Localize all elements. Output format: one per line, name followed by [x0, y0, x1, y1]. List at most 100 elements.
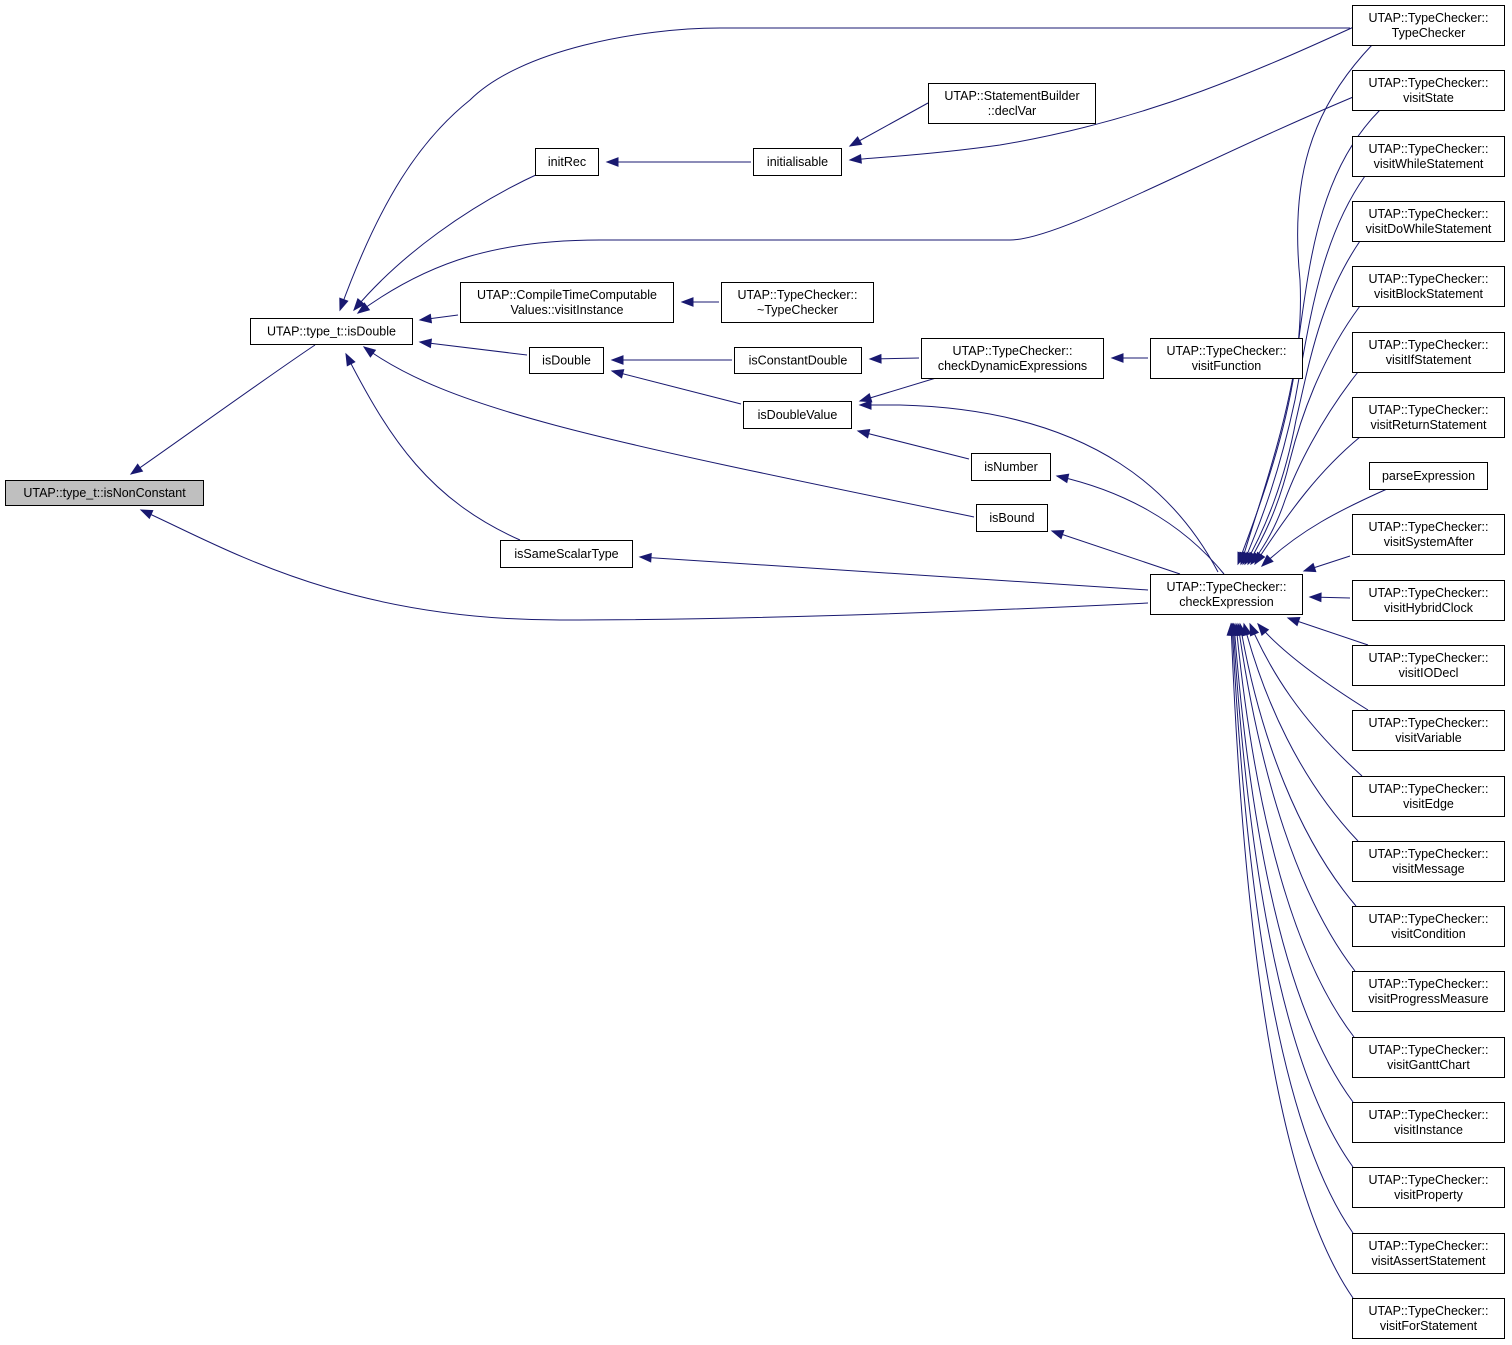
- node-label: visitIODecl: [1399, 666, 1459, 680]
- edge-declVar-to-initialisable: [849, 102, 929, 147]
- edge-visitState-to-isDouble_t: [357, 89, 1371, 314]
- node-label: UTAP::TypeChecker::: [1369, 782, 1489, 796]
- edge-isDoubleValue-to-isDouble: [611, 370, 742, 405]
- node-visitIf[interactable]: UTAP::TypeChecker::visitIfStatement: [1352, 332, 1505, 373]
- node-root[interactable]: UTAP::type_t::isNonConstant: [5, 480, 204, 506]
- node-visitHybrid[interactable]: UTAP::TypeChecker::visitHybridClock: [1352, 580, 1505, 621]
- node-label: parseExpression: [1382, 469, 1475, 483]
- node-label: isConstantDouble: [749, 354, 848, 368]
- node-isDouble_t[interactable]: UTAP::type_t::isDouble: [250, 318, 413, 345]
- node-label: visitProperty: [1394, 1188, 1464, 1202]
- node-box: [1352, 1233, 1505, 1274]
- node-box: [535, 148, 599, 176]
- node-label: UTAP::TypeChecker::: [953, 344, 1073, 358]
- node-visitVariable[interactable]: UTAP::TypeChecker::visitVariable: [1352, 710, 1505, 751]
- edge-checkExpr-to-isSameScalarType: [639, 556, 1149, 591]
- node-label: isBound: [989, 511, 1034, 525]
- node-box: [1352, 332, 1505, 373]
- node-checkExpr[interactable]: UTAP::TypeChecker::checkExpression: [1150, 574, 1303, 615]
- node-ctcv[interactable]: UTAP::CompileTimeComputableValues::visit…: [460, 282, 674, 323]
- node-visitIODecl[interactable]: UTAP::TypeChecker::visitIODecl: [1352, 645, 1505, 686]
- node-label: visitForStatement: [1380, 1319, 1478, 1333]
- node-isConstantDouble[interactable]: isConstantDouble: [734, 347, 862, 374]
- edge-tc_ctor-to-isDouble_t: [339, 27, 1350, 311]
- node-visitWhile[interactable]: UTAP::TypeChecker::visitWhileStatement: [1352, 136, 1505, 177]
- node-isSameScalarType[interactable]: isSameScalarType: [500, 540, 633, 568]
- node-visitProperty[interactable]: UTAP::TypeChecker::visitProperty: [1352, 1167, 1505, 1208]
- node-label: UTAP::TypeChecker::: [1369, 11, 1489, 25]
- arrowhead-checkDyn-to-isConstantDouble: [868, 353, 882, 364]
- node-box: [1150, 338, 1303, 379]
- arrowhead-isDouble_t-to-root: [129, 463, 144, 475]
- node-visitMessage[interactable]: UTAP::TypeChecker::visitMessage: [1352, 841, 1505, 882]
- node-label: UTAP::TypeChecker::: [1369, 338, 1489, 352]
- node-label: UTAP::TypeChecker::: [1369, 912, 1489, 926]
- arrowhead-isSameScalarType-to-isDouble_t: [345, 352, 356, 367]
- node-label: ~TypeChecker: [757, 303, 838, 317]
- arrowhead-isBound-to-isDouble_t: [362, 346, 377, 358]
- node-isDouble[interactable]: isDouble: [529, 347, 604, 374]
- node-box: [1352, 841, 1505, 882]
- edge-isBound-to-isDouble_t: [363, 346, 975, 518]
- node-label: visitDoWhileStatement: [1366, 222, 1492, 236]
- node-box: [1352, 1298, 1505, 1339]
- arrowhead-checkExpr-to-root: [139, 509, 154, 520]
- node-label: isNumber: [984, 460, 1038, 474]
- node-visitDoWhile[interactable]: UTAP::TypeChecker::visitDoWhileStatement: [1352, 201, 1505, 242]
- node-visitInstance[interactable]: UTAP::TypeChecker::visitInstance: [1352, 1102, 1505, 1143]
- edge-visitInstance-to-checkExpr: [1233, 623, 1354, 1103]
- node-initialisable[interactable]: initialisable: [753, 148, 842, 176]
- node-visitFunction[interactable]: UTAP::TypeChecker::visitFunction: [1150, 338, 1303, 379]
- node-label: visitSystemAfter: [1384, 535, 1474, 549]
- node-label: UTAP::type_t::isNonConstant: [23, 486, 186, 500]
- arrowhead-dtor-to-ctcv: [680, 297, 694, 307]
- node-isBound[interactable]: isBound: [976, 504, 1048, 532]
- node-dtor[interactable]: UTAP::TypeChecker::~TypeChecker: [721, 282, 874, 323]
- node-visitState[interactable]: UTAP::TypeChecker::visitState: [1352, 70, 1505, 111]
- node-visitAssert[interactable]: UTAP::TypeChecker::visitAssertStatement: [1352, 1233, 1505, 1274]
- node-label: UTAP::TypeChecker::: [1369, 403, 1489, 417]
- arrowhead-tc_ctor-to-isDouble_t: [339, 297, 349, 312]
- arrowhead-checkExpr-to-isSameScalarType: [638, 552, 652, 563]
- node-label: UTAP::TypeChecker::: [1167, 344, 1287, 358]
- node-visitEdge[interactable]: UTAP::TypeChecker::visitEdge: [1352, 776, 1505, 817]
- edge-visitBlock-to-checkExpr: [1247, 305, 1361, 565]
- edge-visitState-to-checkExpr: [1240, 109, 1381, 565]
- arrowhead-visitVariable-to-checkExpr: [1257, 622, 1270, 636]
- arrowhead-declVar-to-initialisable: [848, 136, 863, 147]
- edge-visitAssert-to-checkExpr: [1231, 623, 1354, 1234]
- arrowhead-isDouble-to-isDouble_t: [418, 338, 433, 349]
- node-visitGantt[interactable]: UTAP::TypeChecker::visitGanttChart: [1352, 1037, 1505, 1078]
- edge-visitWhile-to-checkExpr: [1242, 175, 1366, 565]
- node-declVar[interactable]: UTAP::StatementBuilder::declVar: [928, 83, 1096, 124]
- node-tc_ctor[interactable]: UTAP::TypeChecker::TypeChecker: [1352, 5, 1505, 46]
- nodes-layer: UTAP::type_t::isNonConstant UTAP::type_t:…: [5, 5, 1505, 1339]
- arrowhead-parseExpression-to-checkExpr: [1260, 554, 1274, 567]
- node-visitBlock[interactable]: UTAP::TypeChecker::visitBlockStatement: [1352, 266, 1505, 307]
- arrowhead-visitHybrid-to-checkExpr: [1308, 592, 1322, 603]
- node-label: UTAP::TypeChecker::: [1369, 1108, 1489, 1122]
- node-label: UTAP::TypeChecker::: [1369, 207, 1489, 221]
- node-visitReturn[interactable]: UTAP::TypeChecker::visitReturnStatement: [1352, 397, 1505, 438]
- node-isNumber[interactable]: isNumber: [971, 453, 1051, 481]
- node-label: visitCondition: [1391, 927, 1465, 941]
- edge-visitVariable-to-checkExpr: [1257, 623, 1369, 711]
- arrowhead-visitIODecl-to-checkExpr: [1286, 617, 1301, 627]
- edge-tc_ctor-to-initialisable: [849, 14, 1381, 161]
- node-box: [1352, 5, 1505, 46]
- node-label: UTAP::type_t::isDouble: [267, 325, 396, 339]
- node-box: [753, 148, 842, 176]
- node-initRec[interactable]: initRec: [535, 148, 599, 176]
- node-box: [971, 453, 1051, 481]
- node-isDoubleValue[interactable]: isDoubleValue: [743, 401, 852, 429]
- node-parseExpression[interactable]: parseExpression: [1369, 462, 1488, 490]
- node-checkDyn[interactable]: UTAP::TypeChecker::checkDynamicExpressio…: [921, 338, 1104, 379]
- arrowhead-checkExpr-to-isNumber: [1055, 473, 1070, 484]
- node-box: [1352, 514, 1505, 555]
- node-visitSysAfter[interactable]: UTAP::TypeChecker::visitSystemAfter: [1352, 514, 1505, 555]
- node-label: checkExpression: [1179, 595, 1274, 609]
- node-visitProgress[interactable]: UTAP::TypeChecker::visitProgressMeasure: [1352, 971, 1505, 1012]
- node-visitFor[interactable]: UTAP::TypeChecker::visitForStatement: [1352, 1298, 1505, 1339]
- node-visitCondition[interactable]: UTAP::TypeChecker::visitCondition: [1352, 906, 1505, 947]
- edge-visitCondition-to-checkExpr: [1239, 623, 1357, 907]
